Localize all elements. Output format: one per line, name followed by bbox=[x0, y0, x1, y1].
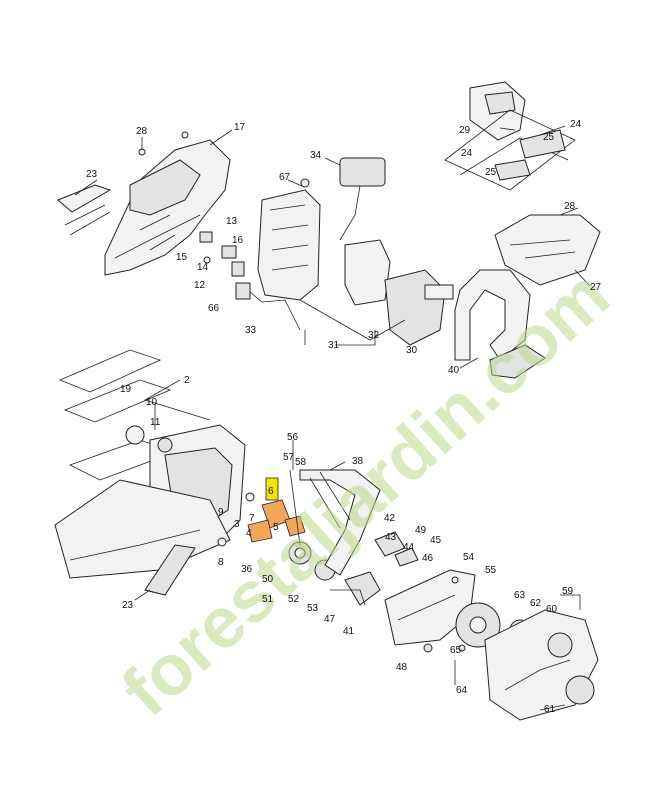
callout-12: 12 bbox=[194, 280, 206, 291]
callout-55: 55 bbox=[485, 565, 497, 576]
callout-45: 45 bbox=[430, 535, 442, 546]
callout-9: 9 bbox=[218, 507, 224, 518]
callout-24: 24 bbox=[461, 148, 473, 159]
callout-29: 29 bbox=[459, 125, 471, 136]
callout-4: 4 bbox=[246, 528, 252, 539]
callout-34: 34 bbox=[310, 150, 322, 161]
callout-25: 25 bbox=[543, 132, 555, 143]
callout-54: 54 bbox=[463, 552, 475, 563]
callout-41: 41 bbox=[343, 626, 355, 637]
fan-housing-assembly bbox=[455, 602, 599, 721]
crankcase-assembly bbox=[54, 349, 246, 596]
callout-47: 47 bbox=[324, 614, 336, 625]
callout-14: 14 bbox=[197, 262, 209, 273]
callout-65: 65 bbox=[450, 645, 462, 656]
callout-51: 51 bbox=[262, 594, 274, 605]
callout-40: 40 bbox=[448, 365, 460, 376]
callout-58: 58 bbox=[295, 457, 307, 468]
callout-2: 2 bbox=[184, 375, 190, 386]
callout-7: 7 bbox=[249, 513, 255, 524]
callout-48: 48 bbox=[396, 662, 408, 673]
callout-33: 33 bbox=[245, 325, 257, 336]
housing-assembly bbox=[57, 131, 231, 276]
callout-28: 28 bbox=[564, 201, 576, 212]
leader-lines bbox=[74, 125, 591, 711]
callout-23: 23 bbox=[86, 169, 98, 180]
callout-49: 49 bbox=[415, 525, 427, 536]
callout-10: 10 bbox=[146, 397, 158, 408]
callout-43: 43 bbox=[385, 532, 397, 543]
callout-38: 38 bbox=[352, 456, 364, 467]
callout-16: 16 bbox=[232, 235, 244, 246]
chain-brake-assembly bbox=[299, 469, 419, 606]
callout-50: 50 bbox=[262, 574, 274, 585]
callout-56: 56 bbox=[287, 432, 299, 443]
callout-27: 27 bbox=[590, 282, 602, 293]
carburetor-assembly bbox=[257, 157, 454, 346]
callout-59: 59 bbox=[562, 586, 574, 597]
callout-24: 24 bbox=[570, 119, 582, 130]
callout-25: 25 bbox=[485, 167, 497, 178]
callout-23: 23 bbox=[122, 600, 134, 611]
callout-19: 19 bbox=[120, 384, 132, 395]
callout-46: 46 bbox=[422, 553, 434, 564]
callout-44: 44 bbox=[403, 542, 415, 553]
callout-17: 17 bbox=[234, 122, 246, 133]
callout-67: 67 bbox=[279, 172, 291, 183]
callout-66: 66 bbox=[208, 303, 220, 314]
callout-15: 15 bbox=[176, 252, 188, 263]
callout-57: 57 bbox=[283, 452, 295, 463]
callout-5: 5 bbox=[273, 522, 279, 533]
callout-60: 60 bbox=[546, 604, 558, 615]
callout-63: 63 bbox=[514, 590, 526, 601]
callout-42: 42 bbox=[384, 513, 396, 524]
callout-32: 32 bbox=[368, 330, 380, 341]
sprocket-cover-assembly bbox=[384, 569, 476, 653]
callout-6: 6 bbox=[268, 486, 274, 497]
callout-31: 31 bbox=[328, 340, 340, 351]
callout-52: 52 bbox=[288, 594, 300, 605]
callout-30: 30 bbox=[406, 345, 418, 356]
small-parts-12-16 bbox=[199, 231, 301, 331]
callout-3: 3 bbox=[234, 519, 240, 530]
callout-62: 62 bbox=[530, 598, 542, 609]
top-cover-assembly bbox=[444, 81, 601, 379]
callout-64: 64 bbox=[456, 685, 468, 696]
callout-11: 11 bbox=[150, 417, 161, 428]
callout-53: 53 bbox=[307, 603, 319, 614]
oil-pump-assembly bbox=[217, 469, 336, 581]
callout-8: 8 bbox=[218, 557, 224, 568]
callout-13: 13 bbox=[226, 216, 238, 227]
callout-61: 61 bbox=[544, 704, 556, 715]
callout-36: 36 bbox=[241, 564, 253, 575]
callout-28: 28 bbox=[136, 126, 148, 137]
